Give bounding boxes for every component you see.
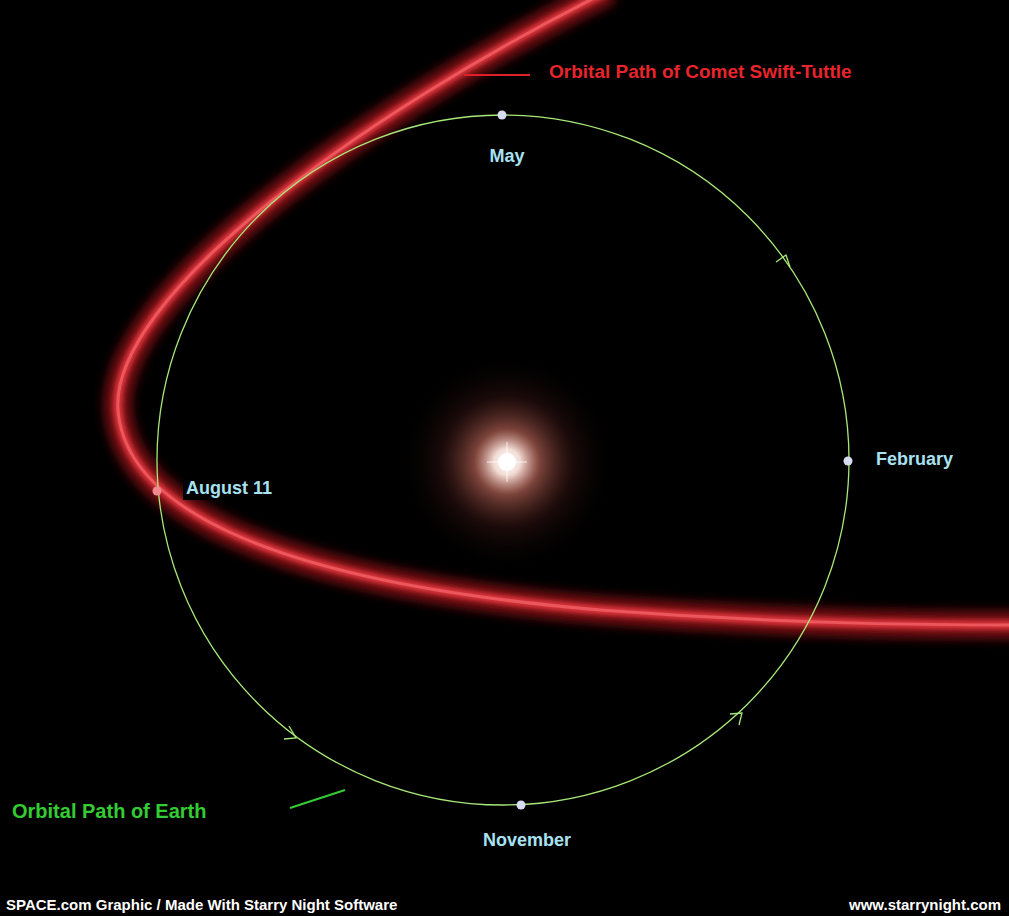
sun-ray (507, 442, 508, 482)
comet-orbit (118, 0, 1009, 625)
month-label: February (873, 449, 956, 471)
sun-glow (397, 352, 617, 572)
comet-orbit-glow (118, 0, 1009, 625)
earth-label: Orbital Path of Earth (9, 799, 209, 823)
orbit-direction-arrow (284, 726, 296, 739)
november-marker (517, 801, 526, 810)
leader-line (290, 790, 345, 808)
orbit-direction-arrow (730, 713, 742, 725)
earth-orbit (157, 115, 849, 805)
month-label: November (480, 830, 574, 852)
month-label: May (486, 146, 527, 168)
url-label: www.starrynight.com (846, 896, 1004, 914)
leader-line (464, 74, 530, 76)
comet-orbit-core (118, 0, 1009, 625)
credit-label: SPACE.com Graphic / Made With Starry Nig… (3, 896, 400, 914)
date-label: August 11 (183, 478, 275, 500)
august-marker (153, 487, 162, 496)
february-marker (844, 457, 853, 466)
orbit-direction-arrow (776, 255, 790, 267)
may-marker (498, 111, 507, 120)
comet-label: Orbital Path of Comet Swift-Tuttle (546, 61, 855, 84)
